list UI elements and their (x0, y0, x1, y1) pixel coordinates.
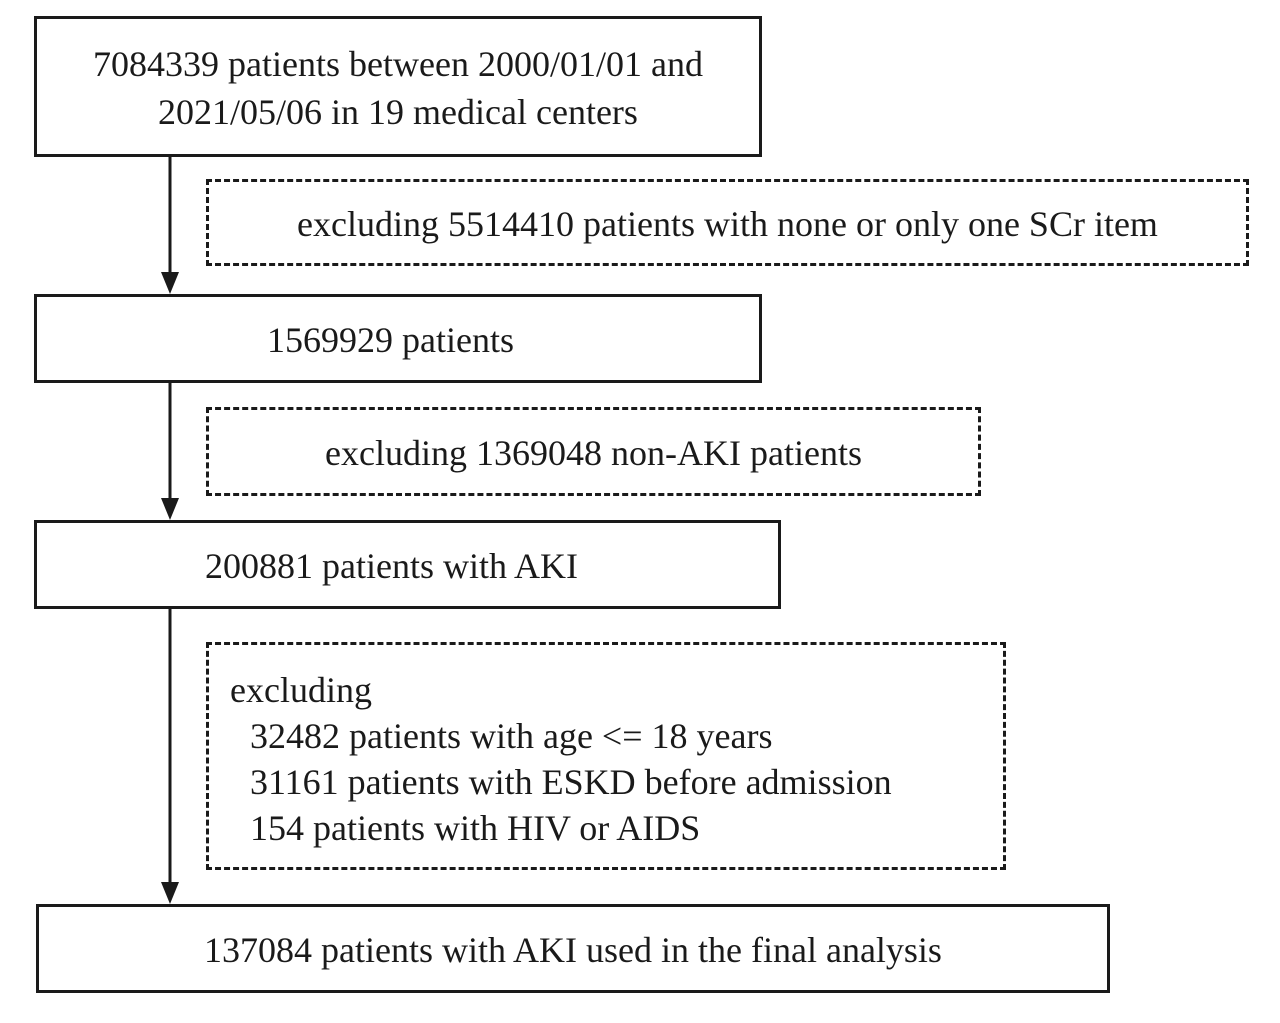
exclusion-box-2: excluding 1369048 non-AKI patients (206, 407, 981, 496)
exclusion-3-heading: excluding (230, 670, 372, 710)
start-line-2: 2021/05/06 in 19 medical centers (158, 92, 638, 132)
exclusion-2-text: excluding 1369048 non-AKI patients (325, 433, 862, 473)
start-line-1: 7084339 patients between 2000/01/01 and (93, 44, 703, 84)
exclusion-3-item: 31161 patients with ESKD before admissio… (250, 762, 892, 802)
exclusion-box-3: excluding 32482 patients with age <= 18 … (206, 642, 1006, 870)
start-box: 7084339 patients between 2000/01/01 and … (34, 16, 762, 157)
final-box: 137084 patients with AKI used in the fin… (36, 904, 1110, 993)
step2-text: 1569929 patients (267, 320, 514, 360)
step2-box: 1569929 patients (34, 294, 762, 383)
exclusion-box-1: excluding 5514410 patients with none or … (206, 179, 1249, 266)
arrowhead-final (161, 882, 179, 904)
exclusion-1-text: excluding 5514410 patients with none or … (297, 204, 1158, 244)
step3-box: 200881 patients with AKI (34, 520, 781, 609)
step3-text: 200881 patients with AKI (205, 546, 578, 586)
exclusion-3-item: 32482 patients with age <= 18 years (250, 716, 773, 756)
arrowhead-step2 (161, 272, 179, 294)
arrowhead-step3 (161, 498, 179, 520)
exclusion-3-item: 154 patients with HIV or AIDS (250, 808, 701, 848)
final-text: 137084 patients with AKI used in the fin… (204, 930, 942, 970)
